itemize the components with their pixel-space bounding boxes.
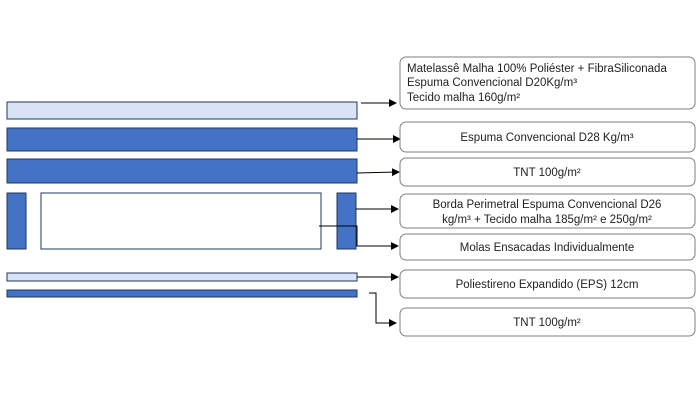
label-text: kg/m³ + Tecido malha 185g/m² e 250g/m² [442, 214, 652, 226]
label-box-eps: Poliestireno Expandido (EPS) 12cm [399, 269, 696, 299]
label-text: Molas Ensacadas Individualmente [460, 242, 635, 254]
label-text: Espuma Convencional D28 Kg/m³ [460, 132, 633, 144]
layer-espuma-d28 [6, 127, 358, 152]
layer-tnt-top [6, 158, 358, 184]
connector-molas [319, 225, 399, 250]
label-box-tnt-top: TNT 100g/m² [399, 157, 696, 187]
label-box-espuma-d28: Espuma Convencional D28 Kg/m³ [399, 121, 696, 153]
layer-borda-right [336, 192, 357, 250]
label-text: Espuma Convencional D20Kg/m³ [407, 77, 577, 89]
label-text: Matelassê Malha 100% Poliéster + FibraSi… [407, 63, 667, 75]
layer-molas-core [40, 192, 322, 250]
layer-borda-left [6, 192, 27, 250]
layer-tnt-bottom [6, 289, 358, 298]
label-text: TNT 100g/m² [513, 167, 581, 179]
label-text: TNT 100g/m² [513, 317, 581, 329]
layer-eps [6, 272, 358, 282]
label-box-tnt-bottom: TNT 100g/m² [399, 307, 696, 337]
label-text: Poliestireno Expandido (EPS) 12cm [456, 279, 639, 291]
layer-matelasse [6, 101, 358, 120]
label-box-borda-perimetral: Borda Perimetral Espuma Convencional D26… [399, 193, 696, 229]
connector-tnt-top [356, 168, 400, 177]
connector-tnt-bottom [369, 292, 397, 327]
layer-stack [6, 101, 358, 298]
label-box-molas: Molas Ensacadas Individualmente [399, 233, 696, 261]
label-box-matelasse: Matelassê Malha 100% Poliéster + FibraSi… [399, 56, 696, 110]
label-text: Borda Perimetral Espuma Convencional D26 [433, 199, 662, 211]
connector-lines [319, 99, 401, 327]
label-text: Tecido malha 160g/m² [407, 92, 520, 104]
label-boxes: Matelassê Malha 100% Poliéster + FibraSi… [399, 56, 696, 337]
